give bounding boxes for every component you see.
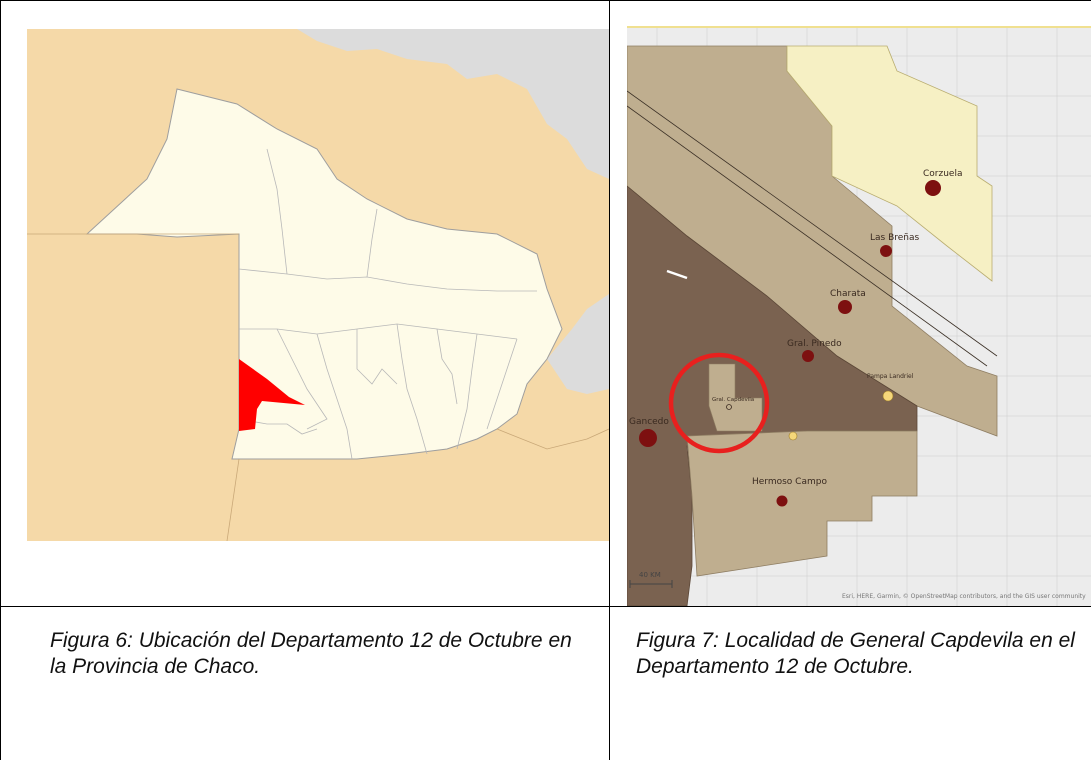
- charata-dot: [838, 300, 852, 314]
- corzuela-dot: [925, 180, 941, 196]
- gral-capdevila-dot: [726, 404, 732, 410]
- departamento-map-svg: Corzuela Las Breñas Charata Gral. Pinedo…: [627, 26, 1091, 606]
- pampa-landriel-label: Pampa Landriel: [867, 373, 914, 380]
- table-border-middle: [609, 0, 610, 760]
- chaco-province: [85, 88, 563, 460]
- gral-pinedo-dot: [802, 350, 814, 362]
- chaco-map-svg: [27, 29, 609, 541]
- localities: Corzuela Las Breñas Charata Gral. Pinedo…: [629, 169, 962, 507]
- road-mark: [666, 269, 688, 280]
- outside-region-east: [547, 294, 609, 394]
- gral-pinedo-label: Gral. Pinedo: [787, 339, 842, 349]
- department-12-de-octubre: [239, 359, 305, 431]
- las-brenas-label: Las Breñas: [870, 233, 920, 243]
- outside-region: [297, 29, 609, 179]
- table-border-left: [0, 0, 1, 760]
- corzuela-label: Corzuela: [923, 169, 962, 179]
- department-south: [686, 430, 918, 577]
- pampa-landriel-dot: [882, 390, 894, 402]
- gancedo-label: Gancedo: [629, 417, 669, 427]
- gancedo-dot: [639, 429, 657, 447]
- map-attribution: Esri, HERE, Garmin, © OpenStreetMap cont…: [842, 593, 1086, 600]
- hermoso-campo-label: Hermoso Campo: [752, 477, 827, 487]
- department-light: [786, 45, 993, 282]
- neighbor-borders: [27, 233, 609, 541]
- table-border-row: [0, 606, 1091, 607]
- capdevila-area: [708, 363, 763, 432]
- hermoso-campo-dot: [776, 495, 788, 507]
- town-dot: [788, 431, 798, 441]
- figure-6-caption: Figura 6: Ubicación del Departamento 12 …: [50, 629, 572, 678]
- chaco-province-map: [27, 29, 609, 541]
- scale-label: 40 KM: [639, 571, 661, 579]
- scale-bar: 40 KM: [629, 571, 673, 588]
- gral-capdevila-label: Gral. Capdevila: [712, 397, 754, 403]
- table-border-top: [0, 0, 1091, 1]
- capdevila-highlight-circle: [668, 352, 770, 454]
- map-top-edge: [627, 26, 1091, 28]
- figure-7-caption: Figura 7: Localidad de General Capdevila…: [636, 629, 1075, 678]
- las-brenas-dot: [880, 245, 892, 257]
- departamento-map: Corzuela Las Breñas Charata Gral. Pinedo…: [627, 26, 1091, 606]
- department-borders: [238, 148, 537, 460]
- diagonal-roads: [627, 90, 998, 367]
- charata-label: Charata: [830, 289, 866, 299]
